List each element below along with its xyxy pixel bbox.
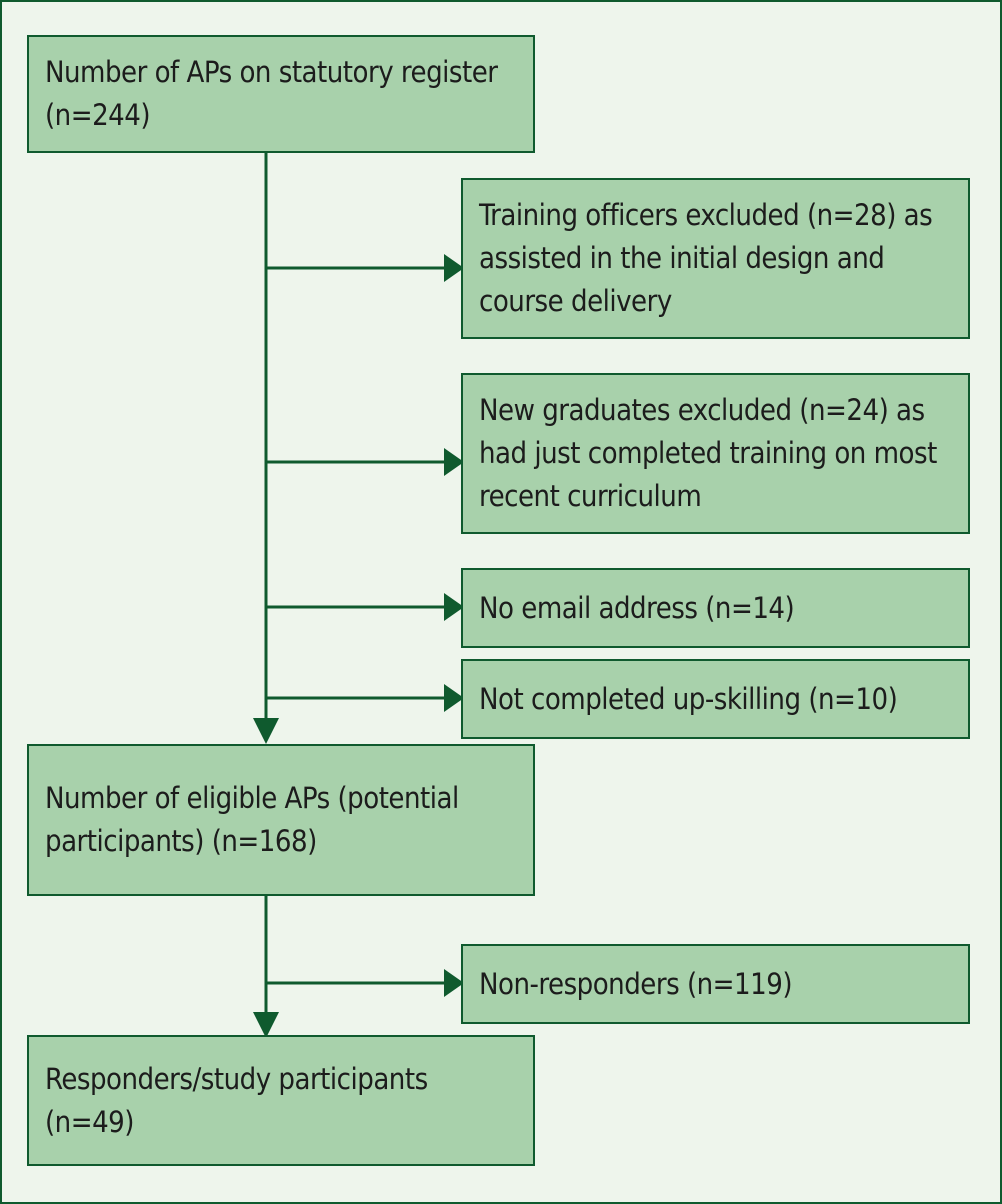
box-non-responders-text: Non-responders (n=119) — [479, 966, 793, 1001]
box-responders-text: Responders/study participants (n=49) — [45, 1061, 428, 1139]
arrowhead-non-responders — [444, 969, 464, 997]
arrowhead-new-graduates — [444, 448, 464, 476]
box-exclude-no-email-text: No email address (n=14) — [479, 590, 795, 625]
box-register: Number of APs on statutory register (n=2… — [27, 35, 535, 153]
arrowhead-training-officers — [444, 254, 464, 282]
arrowhead-upskilling — [444, 684, 464, 712]
box-exclude-new-graduates: New graduates excluded (n=24) as had jus… — [461, 373, 970, 534]
arrowhead-no-email — [444, 593, 464, 621]
box-responders: Responders/study participants (n=49) — [27, 1035, 535, 1166]
box-eligible-text: Number of eligible APs (potential partic… — [45, 781, 459, 858]
box-exclude-training-officers: Training officers excluded (n=28) as ass… — [461, 178, 970, 339]
arrowhead-to-responders — [253, 1012, 279, 1038]
box-exclude-upskilling: Not completed up-skilling (n=10) — [461, 659, 970, 739]
arrowhead-to-eligible — [253, 718, 279, 744]
box-non-responders: Non-responders (n=119) — [461, 944, 970, 1024]
box-eligible: Number of eligible APs (potential partic… — [27, 744, 535, 896]
box-exclude-new-graduates-text: New graduates excluded (n=24) as had jus… — [479, 393, 937, 513]
box-exclude-no-email: No email address (n=14) — [461, 568, 970, 648]
box-exclude-training-officers-text: Training officers excluded (n=28) as ass… — [479, 198, 933, 318]
box-register-text: Number of APs on statutory register (n=2… — [45, 55, 498, 132]
box-exclude-upskilling-text: Not completed up-skilling (n=10) — [479, 681, 898, 716]
